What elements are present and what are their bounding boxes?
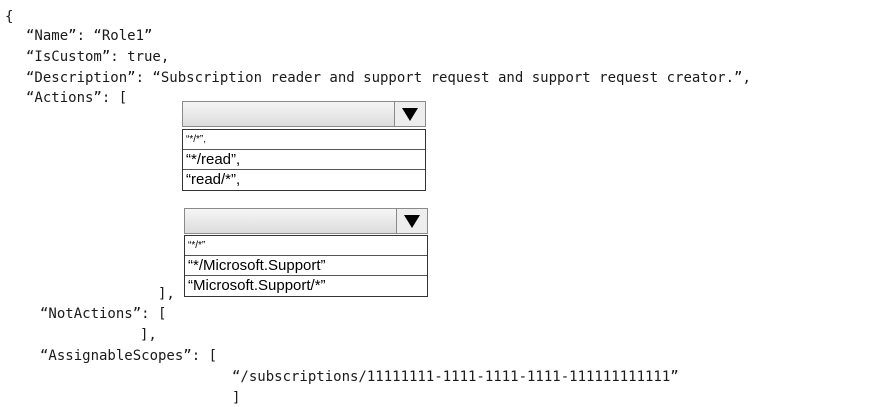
code-scope-value: “/subscriptions/11111111-1111-1111-1111-… [232,369,679,385]
dropdown-2-option[interactable]: “*/Microsoft.Support” [185,256,427,276]
code-description-line: “Description”: “Subscription reader and … [26,70,751,86]
code-assignable-line: “AssignableScopes”: [ [40,348,218,364]
actions-dropdown-1[interactable]: “*/*”, “*/read”, “read/*”, [182,101,426,191]
code-actions-close: ], [158,286,175,302]
dropdown-2-header[interactable] [184,208,428,234]
code-notactions-line: “NotActions”: [ [40,306,167,322]
actions-dropdown-2[interactable]: “*/*” “*/Microsoft.Support” “Microsoft.S… [184,208,428,297]
dropdown-1-option[interactable]: “*/read”, [183,150,425,170]
chevron-down-icon [404,215,420,228]
dropdown-1-options: “*/*”, “*/read”, “read/*”, [182,129,426,191]
dropdown-2-option[interactable]: “*/*” [185,236,427,256]
dropdown-2-toggle-button[interactable] [396,209,427,233]
dropdown-2-options: “*/*” “*/Microsoft.Support” “Microsoft.S… [184,235,428,297]
code-notactions-close: ], [140,327,157,343]
chevron-down-icon [402,108,418,121]
dropdown-2-option[interactable]: “Microsoft.Support/*” [188,277,326,294]
dropdown-1-option[interactable]: “*/*”, [183,130,425,150]
code-actions-line: “Actions”: [ [26,90,128,106]
code-name-line: “Name”: “Role1” [26,28,153,44]
dropdown-1-option[interactable]: “read/*”, [186,171,241,188]
dropdown-1-toggle-button[interactable] [394,102,425,126]
code-scopes-close: ] [232,390,241,406]
dropdown-1-header[interactable] [182,101,426,127]
code-iscustom-line: “IsCustom”: true, [26,49,170,65]
code-open-brace: { [5,9,14,25]
